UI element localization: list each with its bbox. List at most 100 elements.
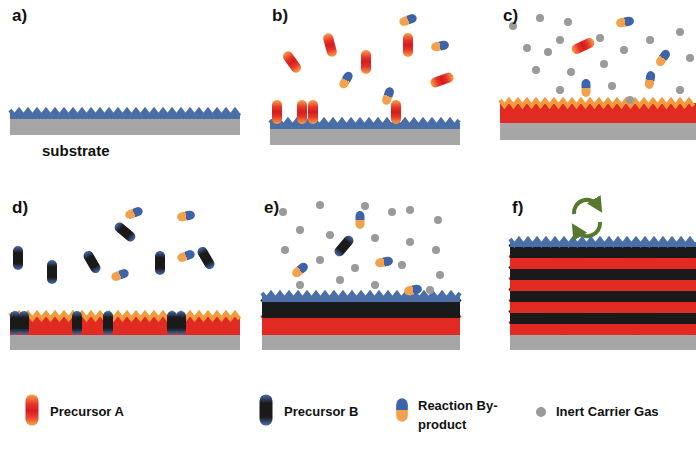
panel-label: b) <box>272 6 288 26</box>
by-product <box>615 16 634 28</box>
precursor-b <box>10 311 20 335</box>
film-surface <box>500 100 694 106</box>
precursor-b <box>82 249 103 275</box>
film-band <box>10 118 240 135</box>
precursor-a <box>361 50 371 74</box>
gas-particle <box>608 82 616 90</box>
gas-particle <box>371 234 379 242</box>
by-product <box>644 70 656 89</box>
film-band <box>510 335 696 350</box>
film-surface <box>10 313 240 319</box>
film-band <box>10 335 240 350</box>
gas-particle <box>567 68 575 76</box>
gas-particle <box>556 36 564 44</box>
film-band <box>500 123 696 140</box>
panel-label: f) <box>512 198 523 218</box>
legend-text: Inert Carrier Gas <box>556 402 659 421</box>
gas-particle <box>426 286 434 294</box>
by-product <box>398 13 418 28</box>
gas-particle <box>626 96 634 104</box>
gas-particle <box>406 206 414 214</box>
gas-particle <box>600 60 608 68</box>
precursor-b <box>47 260 57 284</box>
substrate-label: substrate <box>42 142 110 159</box>
by-product <box>654 48 672 68</box>
precursor-b <box>155 251 165 275</box>
gas-particle <box>279 208 287 216</box>
gas-particle <box>434 216 442 224</box>
gas-particle <box>371 281 379 289</box>
by-product <box>338 70 355 90</box>
gas-particle <box>361 202 369 210</box>
by-product <box>176 249 196 264</box>
film-band <box>262 335 460 350</box>
precursor-a <box>570 36 596 55</box>
precursor-a <box>403 33 413 57</box>
panel-label: d) <box>12 198 28 218</box>
film-surface <box>510 239 695 245</box>
gas-particle <box>296 226 304 234</box>
by-product <box>124 206 144 221</box>
legend-icon <box>260 394 273 425</box>
gas-particle <box>564 18 572 26</box>
by-product <box>374 256 393 268</box>
gas-particle <box>336 276 344 284</box>
precursor-b <box>196 245 217 271</box>
film-surface <box>10 110 240 116</box>
by-product <box>403 284 422 296</box>
molecules <box>10 13 694 426</box>
by-product <box>110 268 130 283</box>
by-product <box>176 210 195 222</box>
gas-particle <box>596 34 604 42</box>
precursor-b <box>332 234 355 259</box>
cycle-arrow <box>574 200 598 214</box>
gas-particle <box>646 36 654 44</box>
by-product <box>356 211 365 229</box>
precursor-a <box>391 100 401 124</box>
gas-particle <box>316 256 324 264</box>
legend-text: Reaction By-product <box>418 396 498 434</box>
gas-particle <box>620 46 628 54</box>
legend-icon <box>396 398 408 421</box>
precursor-b <box>72 311 82 335</box>
gas-particle <box>432 246 440 254</box>
panel-label: a) <box>12 6 27 26</box>
cycle-arrow <box>576 222 600 236</box>
gas-particle <box>398 261 406 269</box>
gas-particle <box>523 44 531 52</box>
legend-icon <box>26 394 39 425</box>
gas-particle <box>351 264 359 272</box>
by-product <box>430 40 449 52</box>
gas-particle <box>676 86 684 94</box>
gas-particle <box>544 48 552 56</box>
gas-particle <box>686 54 694 62</box>
gas-particle <box>388 208 396 216</box>
precursor-b <box>176 311 186 335</box>
legend-text: Precursor B <box>284 402 358 421</box>
gas-particle <box>326 231 334 239</box>
precursor-b <box>19 311 29 335</box>
gas-particle <box>532 66 540 74</box>
precursor-b <box>103 311 113 335</box>
precursor-a <box>322 32 338 58</box>
precursor-b <box>13 246 23 270</box>
gas-particle <box>316 201 324 209</box>
legend-text: Precursor A <box>50 402 124 421</box>
precursor-a <box>297 100 307 124</box>
gas-particle <box>281 246 289 254</box>
precursor-b <box>113 220 138 243</box>
gas-particle <box>406 238 414 246</box>
gas-particle <box>676 28 684 36</box>
panel-label: e) <box>264 198 279 218</box>
panel-label: c) <box>503 6 518 26</box>
by-product <box>582 79 591 97</box>
cycle-arrows <box>574 200 600 236</box>
film-layers <box>10 100 696 350</box>
film-band <box>270 128 460 145</box>
precursor-b <box>167 311 177 335</box>
precursor-a <box>308 100 318 124</box>
by-product <box>381 86 396 106</box>
gas-particle <box>436 271 444 279</box>
